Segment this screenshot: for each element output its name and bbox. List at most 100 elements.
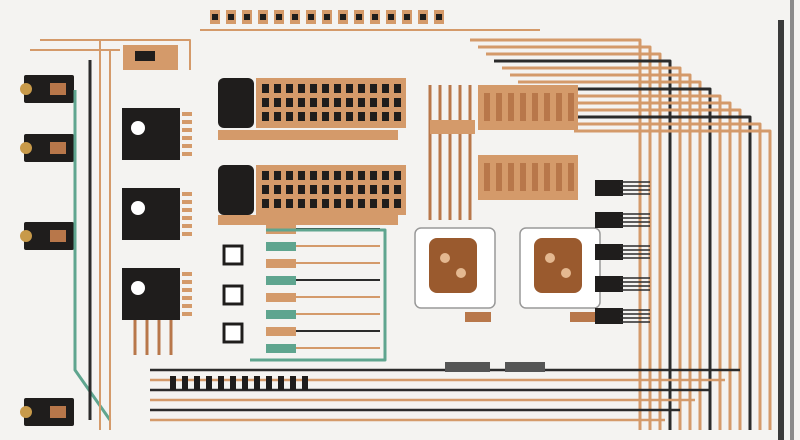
bottom-pin <box>170 376 176 390</box>
module-pin <box>182 280 192 284</box>
rail <box>790 0 794 440</box>
chip-array-cell <box>322 199 329 208</box>
resistor-array-cell <box>520 163 526 191</box>
socket-frame <box>222 244 244 266</box>
resistor-array-cell <box>544 163 550 191</box>
relay-pin <box>545 253 555 263</box>
module-pin <box>182 288 192 292</box>
bottom-pin <box>242 376 248 390</box>
chip-array-cell <box>310 112 317 121</box>
connector-body <box>50 83 66 95</box>
chip-array-cell <box>394 199 401 208</box>
copper-trace <box>566 122 762 430</box>
led <box>131 281 145 295</box>
bottom-pin <box>230 376 236 390</box>
relay-pin <box>561 268 571 278</box>
chip <box>595 276 623 292</box>
connector <box>24 222 74 250</box>
chip-array-cell <box>286 171 293 180</box>
copper-trace <box>502 66 682 430</box>
module-pin <box>182 136 192 140</box>
pad <box>266 276 296 285</box>
chip-array-cell <box>262 199 269 208</box>
chip-array-cell <box>262 185 269 194</box>
resistor-array-cell <box>484 93 490 121</box>
relay-tab <box>570 312 596 322</box>
module-pin <box>182 224 192 228</box>
chip <box>595 180 623 196</box>
pad <box>266 259 296 268</box>
chip-array-cell <box>322 98 329 107</box>
header-pin-hole <box>244 14 250 20</box>
chip-array-cell <box>322 84 329 93</box>
chip-die <box>135 51 155 61</box>
chip-array-cell <box>394 171 401 180</box>
resistor-array-cell <box>568 93 574 121</box>
resistor-array-cell <box>496 93 502 121</box>
chip-array-cell <box>322 185 329 194</box>
resistor-array-cell <box>544 93 550 121</box>
chip <box>595 244 623 260</box>
header-pin-hole <box>276 14 282 20</box>
chip-array-cell <box>310 98 317 107</box>
chip-array-cell <box>298 98 305 107</box>
header-pin-hole <box>340 14 346 20</box>
module-pin <box>182 312 192 316</box>
copper-trace <box>40 39 191 70</box>
connector-pad <box>20 83 32 95</box>
copper-trace <box>470 38 642 430</box>
header-pin-hole <box>260 14 266 20</box>
chip-array-cell <box>346 98 353 107</box>
connector <box>24 75 74 103</box>
socket-frame <box>222 284 244 306</box>
header-pin-hole <box>388 14 394 20</box>
chip-array-cell <box>310 171 317 180</box>
chip-array-cell <box>346 199 353 208</box>
copper-bus <box>218 215 398 225</box>
copper-trace <box>534 94 722 430</box>
copper-trace <box>518 80 702 430</box>
connector-body <box>50 230 66 242</box>
chip-array-cell <box>382 199 389 208</box>
module-pin <box>182 128 192 132</box>
resistor-array <box>478 155 578 200</box>
chip-array-cell <box>286 185 293 194</box>
chip-array-cell <box>334 84 341 93</box>
header-pin-hole <box>404 14 410 20</box>
header-pin-hole <box>420 14 426 20</box>
socket <box>222 322 244 344</box>
chip-array-cell <box>322 112 329 121</box>
resistor-array-cell <box>508 93 514 121</box>
chip-array-cell <box>394 84 401 93</box>
chip-array-cell <box>370 84 377 93</box>
resistor-array-cell <box>520 93 526 121</box>
header-pin-hole <box>324 14 330 20</box>
chip-array-cell <box>382 185 389 194</box>
module-pin <box>182 120 192 124</box>
relay-pin <box>440 253 450 263</box>
chip-array-cell <box>274 84 281 93</box>
bottom-pin <box>290 376 296 390</box>
copper-trace <box>494 59 672 430</box>
chip-array-cell <box>334 112 341 121</box>
chip-array-cell <box>262 84 269 93</box>
module <box>122 188 180 240</box>
resistor-array-cell <box>568 163 574 191</box>
bottom-component <box>445 362 490 372</box>
pad <box>266 327 296 336</box>
chip-array-cell <box>346 185 353 194</box>
chip-array-cell <box>370 199 377 208</box>
chip-array-cell <box>310 185 317 194</box>
chip-array-cell <box>262 171 269 180</box>
chip-array-cell <box>358 112 365 121</box>
chip-array-cell <box>310 84 317 93</box>
copper-trace <box>542 101 732 430</box>
copper-trace <box>526 87 712 430</box>
relay-tab <box>465 312 491 322</box>
pad <box>266 242 296 251</box>
chip <box>595 308 623 324</box>
module <box>218 78 254 128</box>
module-pin <box>182 272 192 276</box>
connector-pad <box>20 406 32 418</box>
bottom-pin <box>302 376 308 390</box>
